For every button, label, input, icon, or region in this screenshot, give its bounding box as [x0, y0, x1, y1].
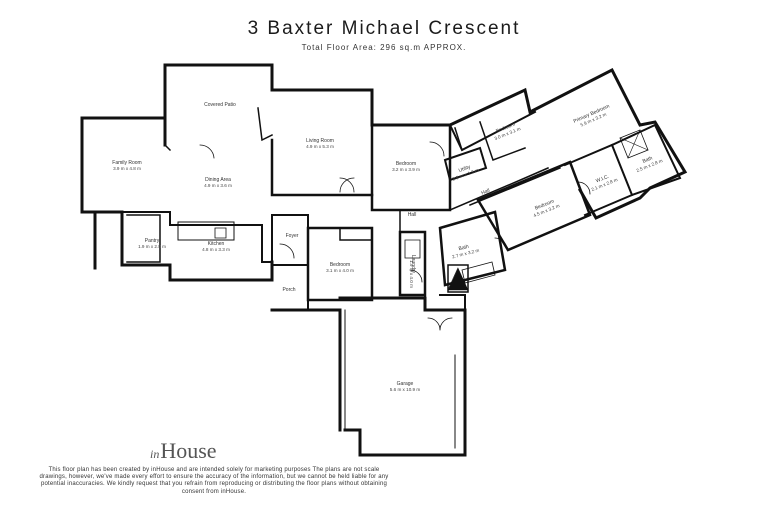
- room-dims: 3.9 m x 4.8 m: [113, 166, 141, 171]
- room-label: Bath: [642, 155, 654, 164]
- room-dims: 3.1 m x 4.0 m: [326, 268, 354, 273]
- room-dims: 5.6 m x 10.9 m: [390, 387, 421, 392]
- room-label: Garage: [397, 381, 414, 387]
- room-label: W.I.C.: [595, 174, 610, 185]
- room-dims: 3.2 m x 3.9 m: [392, 167, 420, 172]
- floor-area-subtitle: Total Floor Area: 296 sq.m APPROX.: [301, 43, 467, 52]
- room-label: Foyer: [286, 233, 299, 239]
- room-label: Bath: [458, 244, 470, 252]
- room-label: Dining Area: [205, 177, 231, 183]
- disclaimer-text: This floor plan has been created by inHo…: [39, 467, 389, 495]
- room-label: Bedroom: [396, 161, 416, 167]
- walls: [80, 63, 688, 457]
- room-label: Pantry: [145, 238, 160, 244]
- room-label: Kitchen: [208, 241, 225, 247]
- room-label: Hall: [408, 212, 417, 218]
- room-label: Family Room: [112, 160, 141, 166]
- logo-text: House: [160, 438, 217, 463]
- room-label: Laundry: [410, 255, 416, 274]
- page-title: 3 Baxter Michael Crescent: [247, 18, 521, 39]
- room-dims: 2.7 m x 3.2 m: [452, 248, 480, 260]
- room-label: Covered Patio: [204, 102, 236, 108]
- logo-prefix: in: [150, 447, 160, 461]
- room-label: Utility: [458, 164, 472, 174]
- room-label: Porch: [282, 287, 295, 293]
- room-dims: 1.9 m x 2.8 m: [138, 244, 166, 249]
- room-dims: 4.9 m x 3.6 m: [204, 183, 232, 188]
- room-label: Bedroom: [330, 262, 350, 268]
- inhouse-logo: inHouse: [150, 438, 217, 464]
- room-dims: 4.8 m x 3.3 m: [202, 247, 230, 252]
- room-label: Hall: [481, 188, 491, 197]
- room-dims: 4.9 m x 5.3 m: [306, 144, 334, 149]
- room-labels: Covered Patio Living Room 4.9 m x 5.3 m …: [112, 102, 663, 392]
- room-dims: 1.9 m x 4.0 m: [409, 260, 414, 288]
- room-label: Living Room: [306, 138, 334, 144]
